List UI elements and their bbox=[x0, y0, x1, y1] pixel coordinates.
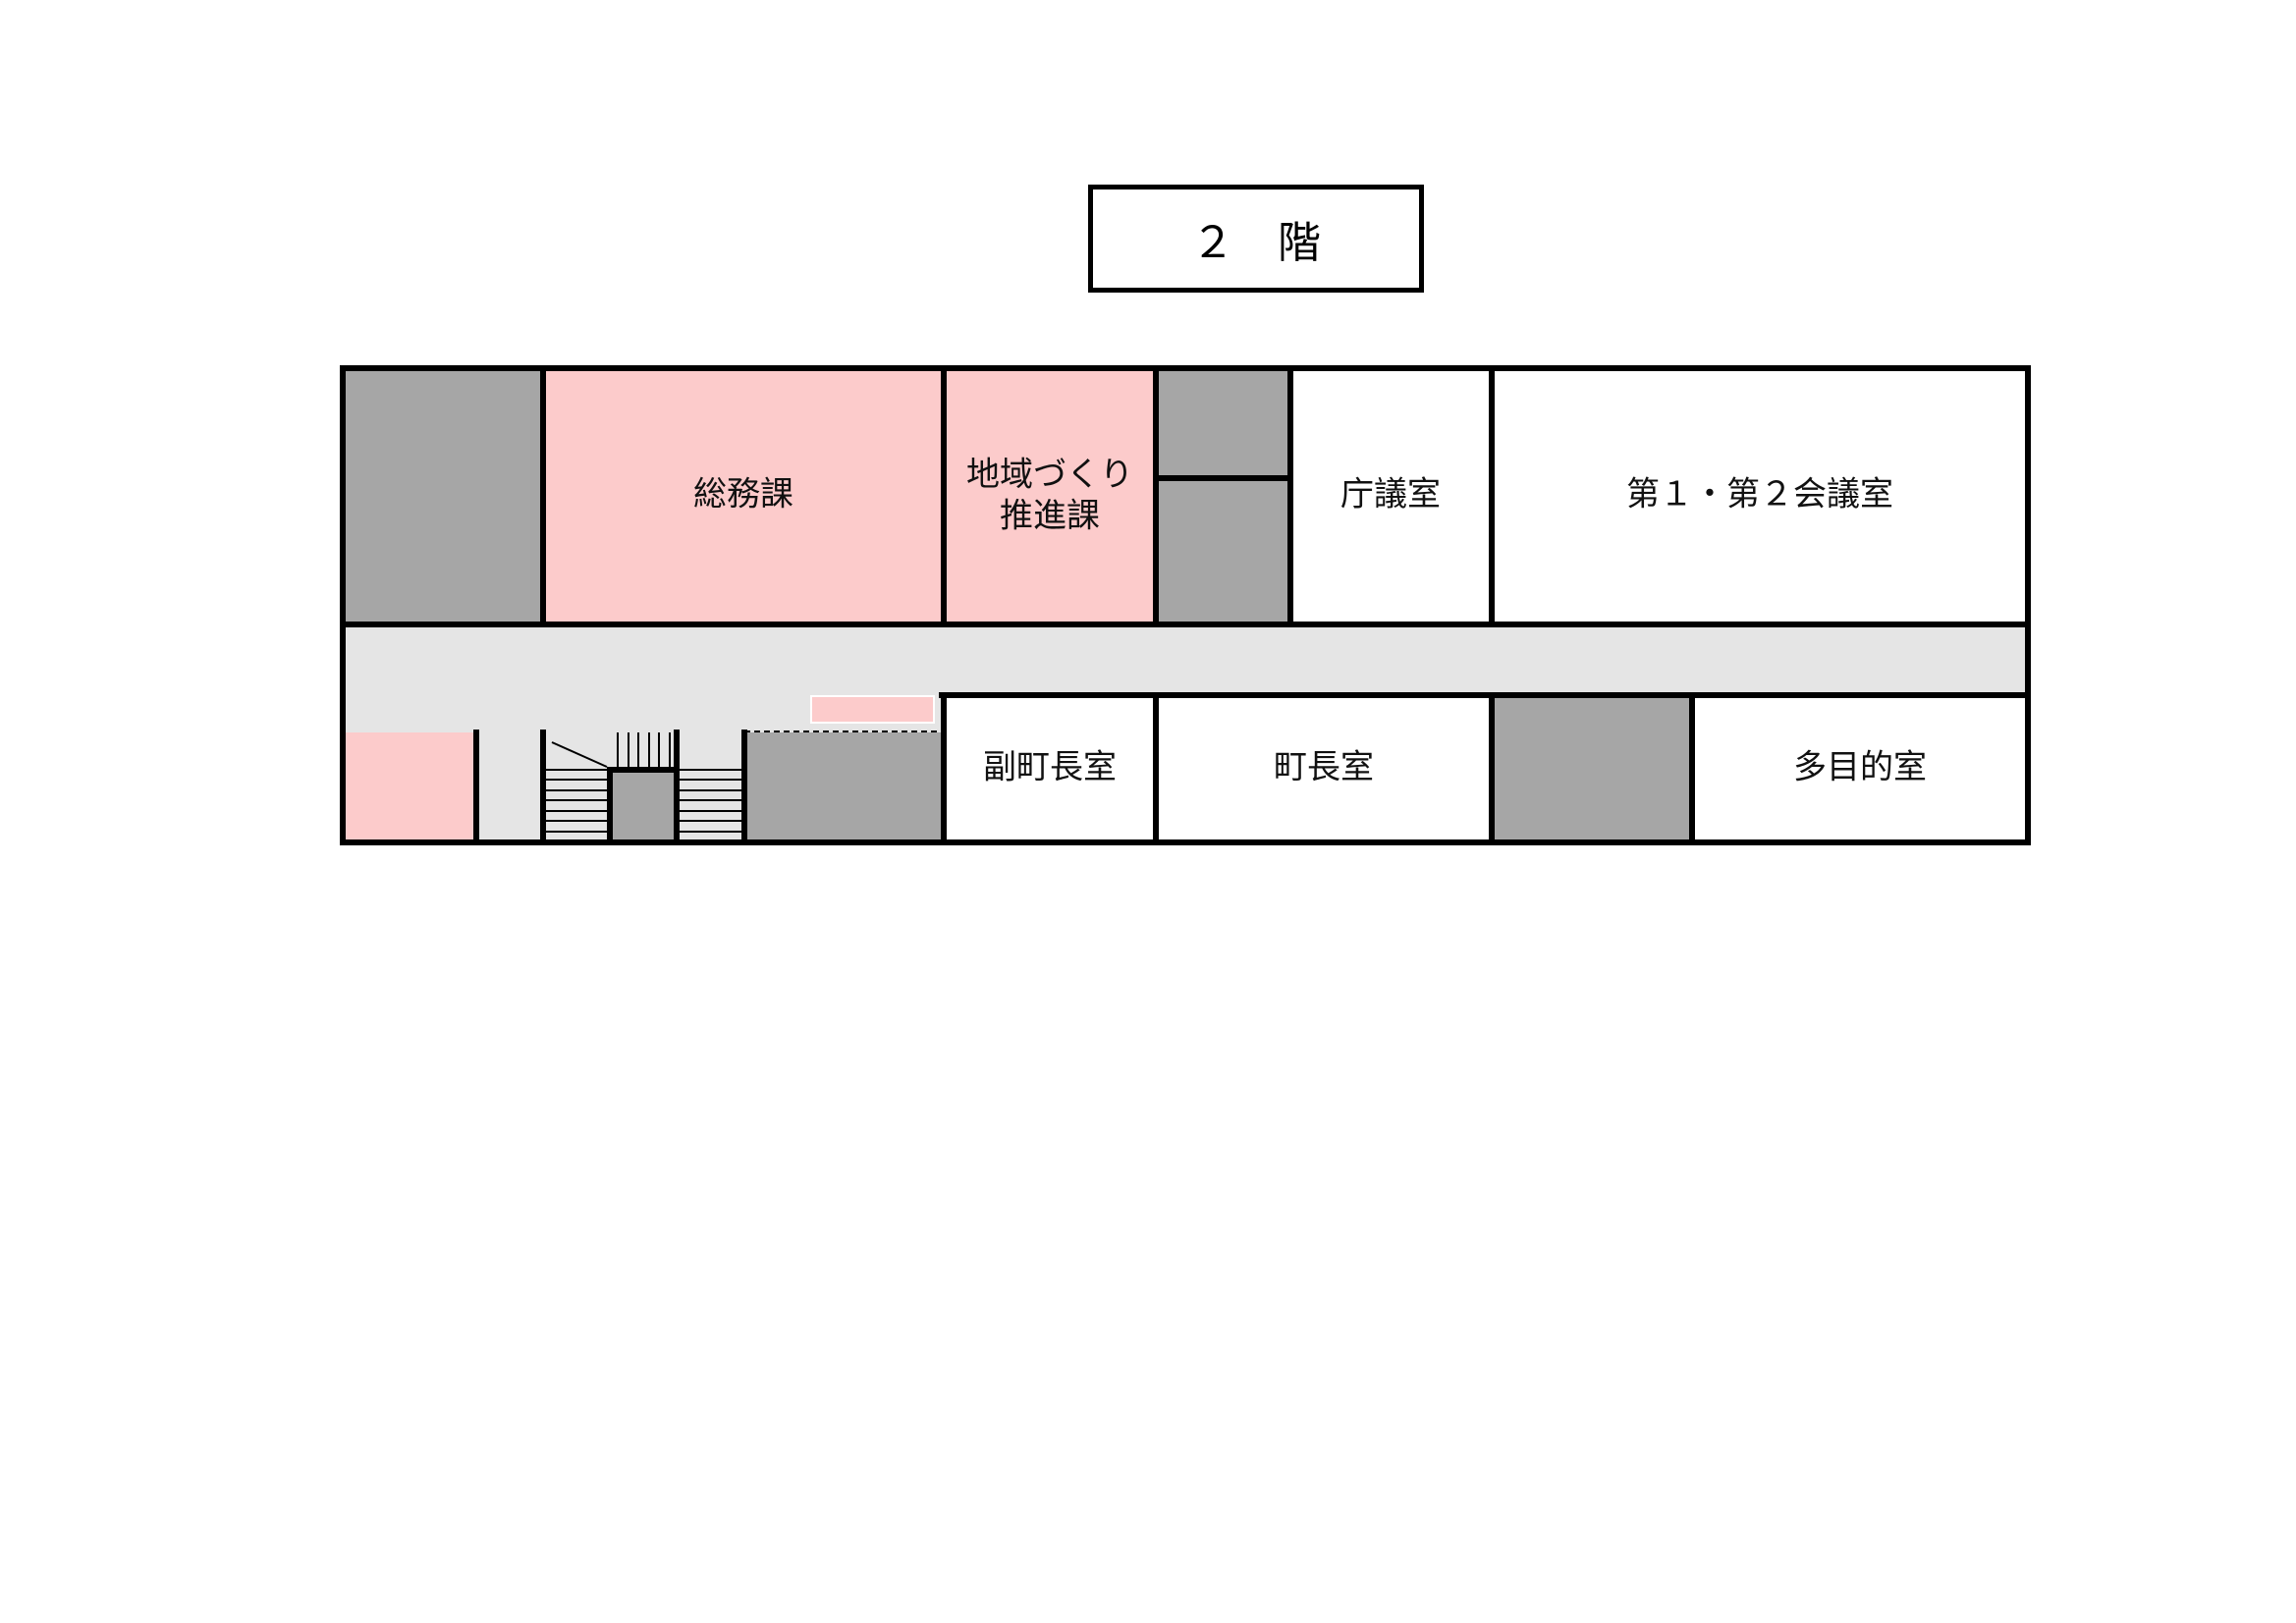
service-area-top-small-2 bbox=[1156, 478, 1290, 624]
room-tamokuteki bbox=[1692, 695, 2028, 842]
stair-treads bbox=[543, 732, 744, 833]
room-chougi bbox=[1290, 368, 1492, 624]
room-chouchou bbox=[1156, 695, 1492, 842]
room-chiiki bbox=[944, 368, 1156, 624]
label-kaigi: 第１・第２会議室 bbox=[1626, 475, 1893, 514]
service-area-top-left bbox=[343, 368, 543, 624]
label-chiiki-line1: 地域づくり bbox=[966, 456, 1133, 495]
room-fukuchou bbox=[944, 695, 1156, 842]
service-area-bottom-left bbox=[744, 732, 944, 842]
corridor bbox=[343, 624, 2028, 695]
counter-marker bbox=[810, 695, 935, 724]
label-chiiki-line2: 推進課 bbox=[1000, 497, 1100, 536]
room-kaigi bbox=[1492, 368, 2028, 624]
label-tamokuteki: 多目的室 bbox=[1793, 748, 1927, 787]
floor-title: ２ 階 bbox=[1088, 185, 1424, 293]
label-soumu: 総務課 bbox=[693, 475, 793, 514]
service-area-top-small-1 bbox=[1156, 368, 1290, 478]
room-soumu bbox=[543, 368, 944, 624]
walls bbox=[340, 365, 2031, 845]
label-fukuchou: 副町長室 bbox=[983, 748, 1117, 787]
department-area-lower-left bbox=[343, 732, 474, 842]
stair-well bbox=[610, 770, 677, 842]
service-area-bottom-right bbox=[1492, 695, 1692, 842]
label-chouchou: 町長室 bbox=[1274, 748, 1374, 787]
label-chougi: 庁議室 bbox=[1340, 475, 1441, 514]
